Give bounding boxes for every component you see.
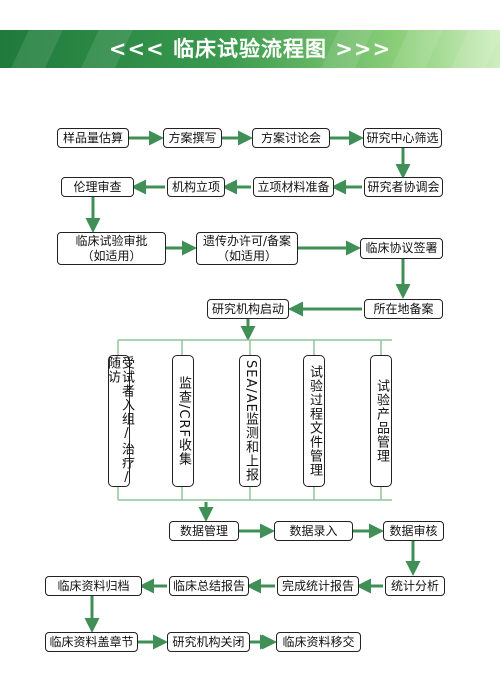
- node-protocol-meeting: 方案讨论会: [252, 128, 330, 148]
- node-statistical-analysis: 统计分析: [385, 576, 445, 596]
- vnode-product-management: 试验产品管理: [370, 355, 392, 487]
- node-sample-size: 样品量估算: [57, 128, 129, 148]
- vnode-monitoring-crf: 监查/CRF收集: [172, 355, 194, 487]
- node-agreement-signing: 临床协议签署: [360, 238, 443, 259]
- node-trial-approval-label: 临床试验审批: [75, 233, 148, 248]
- node-trial-approval-note: （如适用）: [81, 248, 142, 263]
- node-archive: 临床资料归档: [45, 576, 142, 596]
- node-genetic-permit-label: 遗传办许可/备案: [202, 233, 292, 248]
- node-genetic-permit-note: （如适用）: [216, 248, 277, 263]
- header-banner: [0, 30, 500, 68]
- node-data-entry: 数据录入: [274, 521, 353, 541]
- node-stamping: 临床资料盖章节: [45, 632, 138, 652]
- node-statistics-report: 完成统计报告: [277, 576, 359, 596]
- node-data-review: 数据审核: [383, 521, 444, 541]
- node-institution-kickoff: 研究机构启动: [207, 299, 289, 319]
- node-local-filing: 所在地备案: [364, 299, 443, 319]
- node-protocol-writing: 方案撰写: [163, 128, 222, 148]
- page-title: <<< 临床试验流程图 >>>: [108, 37, 392, 61]
- node-clinical-summary: 临床总结报告: [169, 576, 249, 596]
- node-investigator-meeting: 研究者协调会: [364, 177, 443, 197]
- node-genetic-permit: 遗传办许可/备案 （如适用）: [196, 232, 298, 265]
- node-data-management: 数据管理: [169, 521, 239, 541]
- node-institution-closeout: 研究机构关闭: [167, 632, 250, 652]
- node-institution-approval: 机构立项: [167, 177, 225, 197]
- vnode-trial-documents: 试验过程文件管理: [303, 355, 325, 487]
- node-project-materials: 立项材料准备: [253, 177, 334, 197]
- vnode-subject-enrollment: 受试者入组/治疗/随访: [105, 355, 134, 487]
- node-trial-approval: 临床试验审批 （如适用）: [57, 232, 166, 265]
- node-site-selection: 研究中心筛选: [363, 128, 442, 148]
- node-materials-handover: 临床资料移交: [276, 632, 361, 652]
- node-ethics-review: 伦理审查: [61, 177, 134, 197]
